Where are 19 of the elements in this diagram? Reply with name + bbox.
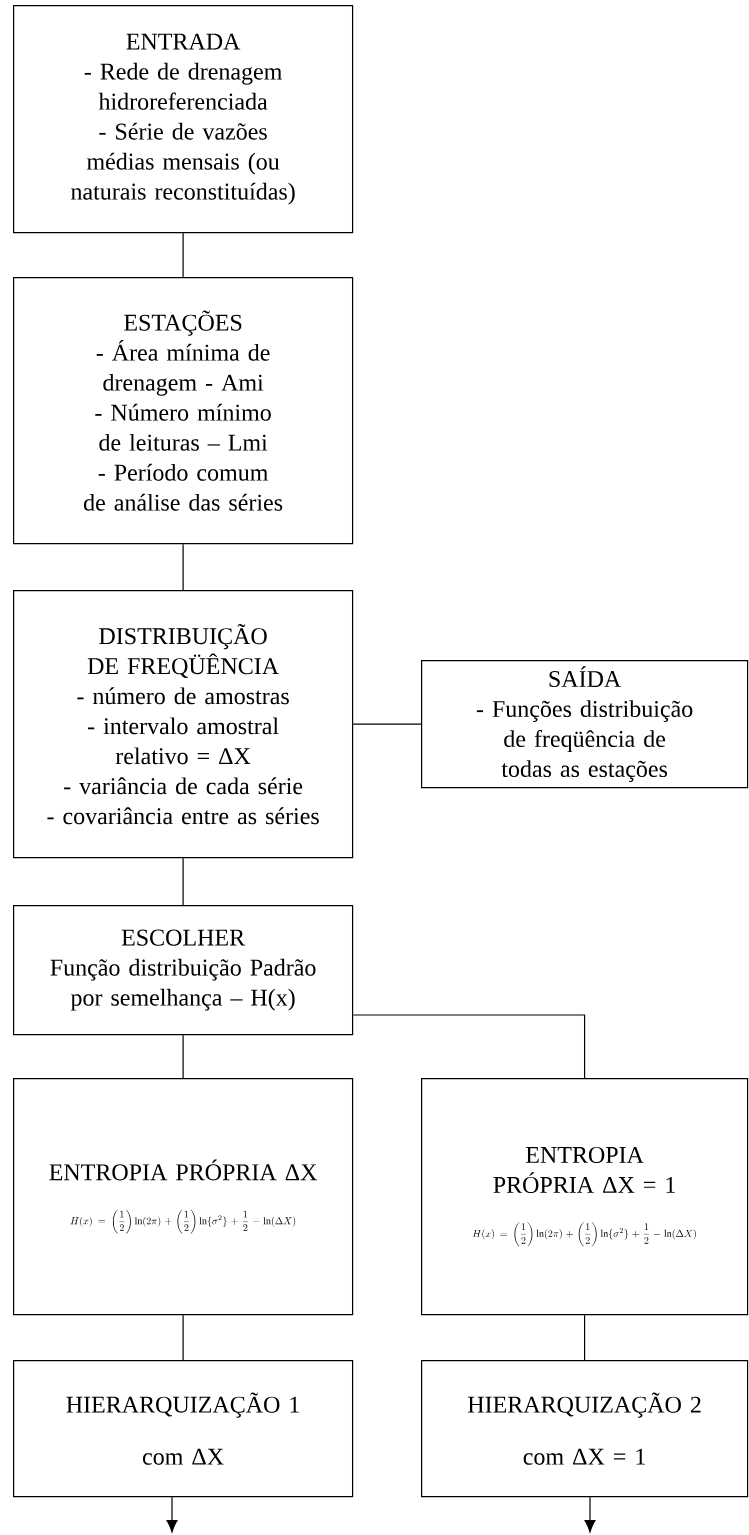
connector: [182, 232, 184, 278]
process-box: ESCOLHER Função distribuição Padrão por semelhança – H(x): [13, 905, 354, 1036]
connector: [182, 857, 184, 906]
process-box: ENTRADA - Rede de drenagem hidroreferenciada - Série de vazões médias mensais (ou naturais reconstituídas): [13, 5, 354, 234]
process-box: ENTROPIA PRÓPRIA ΔX $H(x)=\left(\frac{1}{2}\right)\ln(2\pi)+\left(\frac{1}{2}\right)\ln\{\sigma^{2}\}+\frac{1}{2}-\ln(\Delta X)$: [13, 1078, 354, 1316]
connector: [182, 1034, 184, 1079]
connector: [584, 1496, 596, 1533]
connector: [182, 1314, 184, 1361]
process-box: DISTRIBUIÇÃO DE FREQÜÊNCIA - número de amostras - intervalo amostral relativo = ΔX - variância de cada série - covariância entre as séries: [13, 590, 354, 859]
process-box: HIERARQUIZAÇÃO 1 com ΔX: [13, 1360, 354, 1498]
process-box: SAÍDA - Funções distribuição de freqüência de todas as estações: [421, 660, 749, 789]
connector: [352, 723, 422, 725]
process-box: ESTAÇÕES - Área mínima de drenagem - Ami - Número mínimo de leituras – Lmi - Período comum de análise das séries: [13, 277, 354, 545]
process-box: ENTROPIA PRÓPRIA ΔX = 1 $H(x)=\left(\frac{1}{2}\right)\ln(2\pi)+\left(\frac{1}{2}\right)\ln\{\sigma^{2}\}+\frac{1}{2}-\ln(\Delta X)$: [421, 1078, 749, 1316]
connector: [166, 1496, 178, 1533]
connector: [584, 1314, 586, 1361]
process-box: HIERARQUIZAÇÃO 2 com ΔX = 1: [421, 1360, 749, 1498]
connector: [182, 543, 184, 591]
connector: [352, 1014, 586, 1079]
